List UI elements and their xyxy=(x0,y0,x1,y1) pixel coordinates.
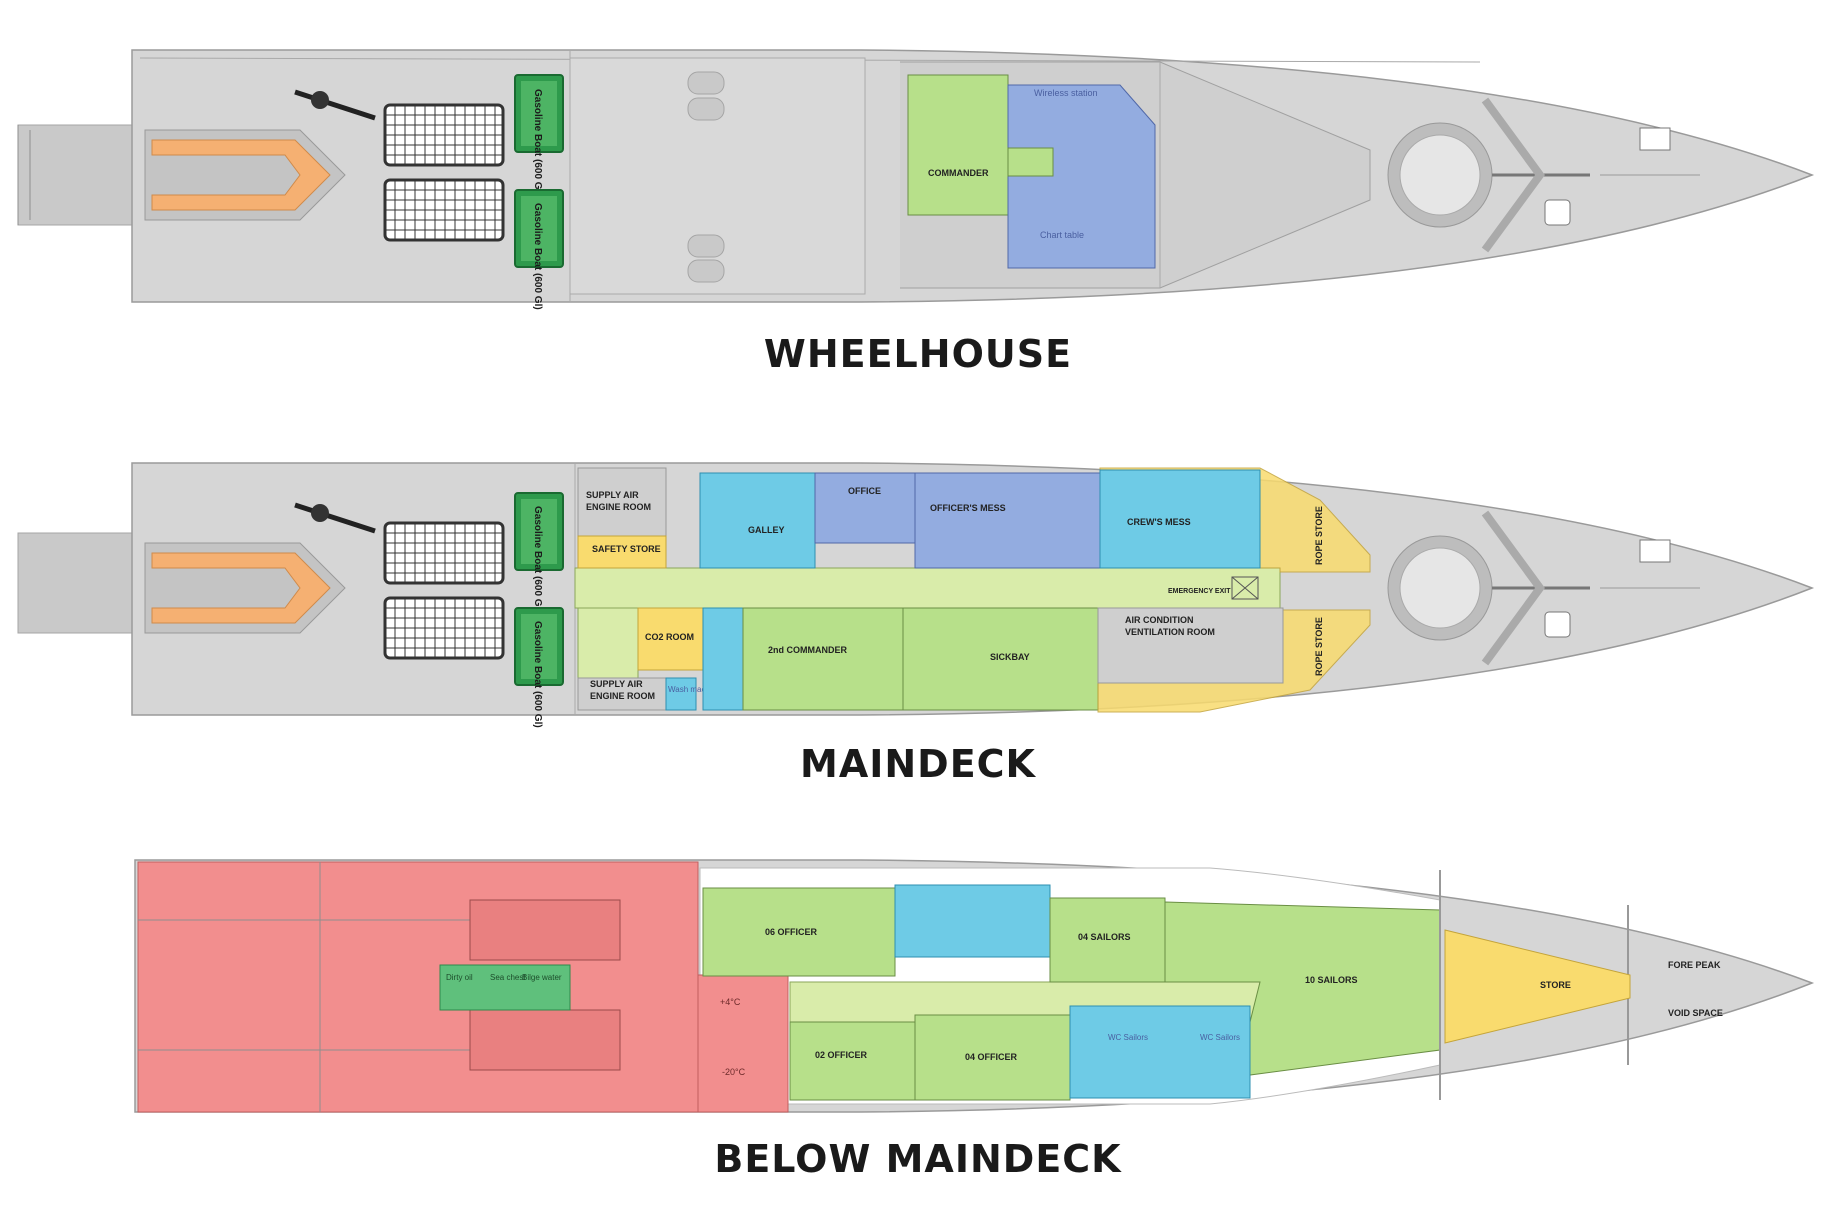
room-label: CO2 ROOM xyxy=(645,632,694,642)
room-label: OFFICE xyxy=(848,486,881,496)
cabin-06-officer xyxy=(702,887,896,977)
room-officers-mess xyxy=(914,472,1101,569)
wc-sailors xyxy=(1069,1005,1251,1099)
room-label: GALLEY xyxy=(748,525,785,535)
room-label: ROPE STORE xyxy=(1314,506,1324,565)
room-label: VENTILATION ROOM xyxy=(1125,627,1215,637)
room-label: 04 SAILORS xyxy=(1078,932,1131,942)
room-label: SAFETY STORE xyxy=(592,544,661,554)
room-label: STORE xyxy=(1540,980,1571,990)
store xyxy=(1444,929,1631,1044)
cabin-04-sailors xyxy=(1049,897,1166,983)
room-label: 2nd COMMANDER xyxy=(768,645,847,655)
cold-store xyxy=(697,974,789,1113)
emergency-exit-hatch xyxy=(1231,576,1259,600)
deck-title: MAINDECK xyxy=(800,742,1037,786)
wireless-label: Wireless station xyxy=(1034,88,1098,98)
room-commander: COMMANDER xyxy=(907,74,1009,216)
tank-label: Sea chest xyxy=(490,973,526,982)
room-label: ENGINE ROOM xyxy=(586,502,651,512)
room-label: ENGINE ROOM xyxy=(590,691,655,701)
room-label: 02 OFFICER xyxy=(815,1050,868,1060)
room-label: CREW'S MESS xyxy=(1127,517,1191,527)
rib-boat xyxy=(144,542,346,634)
cold-store-label: +4°C xyxy=(720,997,741,1007)
freezer-label: -20°C xyxy=(722,1067,746,1077)
fuel-tank-label: Gasoline Boat (600 Gl) xyxy=(532,621,543,728)
wheelhouse-deck: Gasoline Boat (600 Gl) Gasoline Boat (60… xyxy=(17,49,1815,376)
tank-label: Bilge water xyxy=(522,973,562,982)
room-2nd-commander xyxy=(742,607,904,711)
room-label: ROPE STORE xyxy=(1314,617,1324,676)
cabin-02-officer xyxy=(789,1021,916,1101)
room-label: SICKBAY xyxy=(990,652,1030,662)
room-label: 06 OFFICER xyxy=(765,927,818,937)
hatch-grate xyxy=(383,596,505,660)
room-label: COMMANDER xyxy=(928,168,989,178)
deck-title: BELOW MAINDECK xyxy=(714,1137,1122,1181)
below-maindeck: +4°C -20°C Dirty oil Sea chest Bilge wat… xyxy=(134,859,1815,1181)
room-label: VOID SPACE xyxy=(1668,1008,1723,1018)
room-aircon-ventilation xyxy=(1097,607,1284,684)
room-co2 xyxy=(637,607,704,671)
wc-label: WC Sailors xyxy=(1200,1033,1240,1042)
room-bridge: Wireless station Chart table xyxy=(1007,84,1156,269)
room-office xyxy=(814,472,916,544)
hatch-grate xyxy=(383,521,505,585)
room-supply-air-bottom xyxy=(577,677,667,711)
room-galley xyxy=(699,472,816,569)
fuel-tank-label: Gasoline Boat (600 Gl) xyxy=(532,89,543,196)
wc-label: WC Sailors xyxy=(1108,1033,1148,1042)
service-tanks xyxy=(439,964,571,1011)
room-sickbay xyxy=(902,607,1099,711)
room-label: SUPPLY AIR xyxy=(590,679,643,689)
chart-table-label: Chart table xyxy=(1040,230,1084,240)
deck-title: WHEELHOUSE xyxy=(764,332,1072,376)
room-label: FORE PEAK xyxy=(1668,960,1721,970)
emergency-exit-label: EMERGENCY EXIT xyxy=(1168,588,1231,595)
maindeck: Gasoline Boat (600 Gl) Gasoline Boat (60… xyxy=(17,462,1815,786)
room-label: 10 SAILORS xyxy=(1305,975,1358,985)
rib-boat xyxy=(144,129,346,221)
room-label: 04 OFFICER xyxy=(965,1052,1018,1062)
hatch-grate xyxy=(383,178,505,242)
stern-platform xyxy=(17,124,134,226)
room-label: OFFICER'S MESS xyxy=(930,503,1006,513)
room-safety-store xyxy=(577,535,667,569)
fuel-tank-label: Gasoline Boat (600 Gl) xyxy=(532,506,543,613)
machine-gun-icon xyxy=(294,502,376,534)
machine-gun-icon xyxy=(294,89,376,121)
wash-label: Wash mach. xyxy=(668,685,712,694)
hatch-grate xyxy=(383,103,505,167)
tank-label: Dirty oil xyxy=(446,973,473,982)
fuel-tank-label: Gasoline Boat (600 Gl) xyxy=(532,203,543,310)
room-label: SUPPLY AIR xyxy=(586,490,639,500)
room-label: AIR CONDITION xyxy=(1125,615,1194,625)
